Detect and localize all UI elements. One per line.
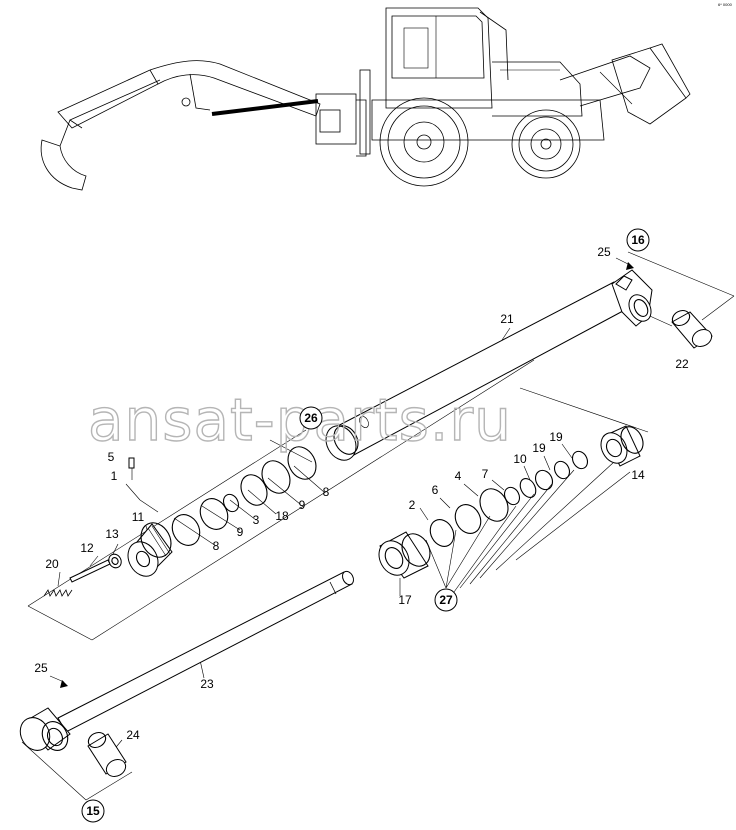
callout-number: 16 [631,233,645,247]
cylinder-barrel [325,269,653,461]
part-label-10: 10 [513,452,527,466]
part-label-3: 3 [253,513,260,527]
reference-code: 6* 0000 [718,2,733,7]
gland-14 [600,425,644,467]
part-label-14: 14 [631,468,645,482]
part-label-18: 18 [275,509,289,523]
cylinder-assembly [19,251,735,801]
arrow-icon [626,262,634,270]
rod-12 [69,559,111,583]
part-label-8: 8 [213,539,220,553]
piston-seals [171,446,317,546]
part-label-8: 8 [323,485,330,499]
part-labels: 2521225189183981113122019191074621417252… [34,245,689,742]
callout-number: 27 [439,593,453,607]
part-label-11: 11 [132,510,145,524]
callout-circle [626,228,650,252]
callout-circle [81,799,105,823]
part-label-21: 21 [500,312,514,326]
part-label-12: 12 [80,541,94,555]
callout-number: 26 [304,411,318,425]
piston-rod-23 [57,570,355,733]
leader-lines [21,251,735,801]
part-label-22: 22 [675,357,689,371]
part-label-6: 6 [432,483,439,497]
part-label-17: 17 [398,593,412,607]
part-label-9: 9 [237,525,244,539]
callout-16: 16 [626,228,650,252]
part-label-19: 19 [549,430,563,444]
part-label-9: 9 [299,498,306,512]
pin-5 [128,457,135,469]
part-label-25: 25 [597,245,611,259]
part-label-24: 24 [126,728,140,742]
rod-seals [429,450,589,547]
backhoe-loader-illustration [40,7,691,191]
callout-circle [434,588,458,612]
callout-circle [299,406,323,430]
part-label-4: 4 [455,469,462,483]
callout-number: 15 [86,804,100,818]
part-label-19: 19 [532,441,546,455]
piston-11 [127,522,173,577]
part-label-1: 1 [111,469,118,483]
callout-26: 26 [299,406,323,430]
arrow-icon [60,680,68,688]
head-17 [378,531,431,579]
part-label-25: 25 [34,661,48,675]
part-label-7: 7 [482,467,489,481]
callout-27: 27 [434,588,458,612]
part-label-2: 2 [409,498,416,512]
spring-20 [43,589,73,597]
rod-eye [19,707,71,751]
part-label-5: 5 [108,450,115,464]
watermark: ansat-parts.ru [88,386,512,454]
bushing-24 [87,731,127,777]
callout-15: 15 [81,799,105,823]
bushing-22 [671,309,713,349]
part-label-20: 20 [45,557,59,571]
part-label-13: 13 [105,527,119,541]
part-label-23: 23 [200,677,214,691]
